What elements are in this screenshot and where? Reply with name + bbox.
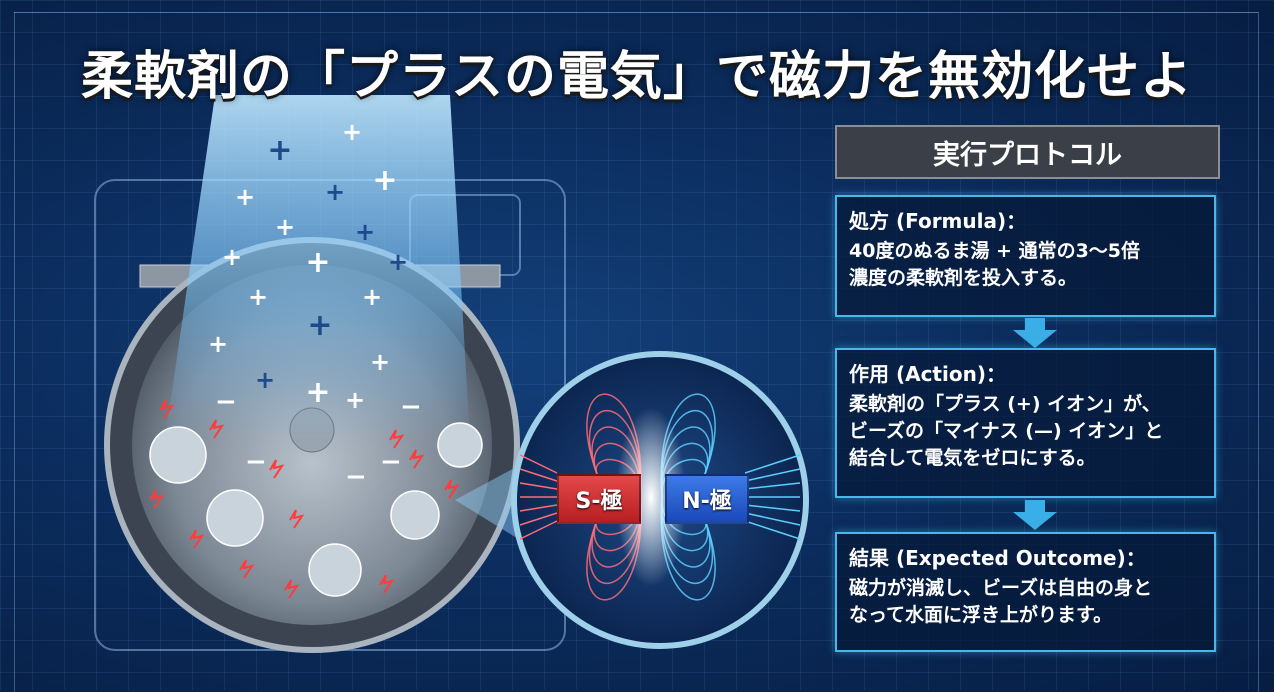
magnifier-pointer	[455, 465, 520, 540]
minus-icon: −	[345, 462, 367, 492]
plus-icon: +	[208, 330, 228, 358]
plus-icon: +	[267, 133, 292, 168]
step-action: 作用 (Action)： 柔軟剤の「プラス (+) イオン」が、 ビーズの「マイ…	[835, 348, 1216, 498]
field-line	[744, 520, 801, 540]
step-line: 40度のぬるま湯 + 通常の3〜5倍	[849, 240, 1141, 262]
step-heading: 結果 (Expected Outcome)：	[849, 546, 1146, 570]
spark-icon	[159, 399, 175, 419]
step-formula: 処方 (Formula)： 40度のぬるま湯 + 通常の3〜5倍 濃度の柔軟剤を…	[835, 195, 1216, 317]
step-line: ビーズの「マイナス (—) イオン」と	[849, 420, 1164, 442]
step-line: なって水面に浮き上がります。	[849, 604, 1113, 626]
plus-icon: +	[362, 283, 382, 311]
plus-icon: +	[388, 248, 408, 276]
frame-right	[1258, 12, 1259, 692]
plus-icon: +	[307, 308, 332, 343]
step-outcome: 結果 (Expected Outcome)： 磁力が消滅し、ビーズは自由の身と …	[835, 532, 1216, 652]
step-line: 磁力が消滅し、ビーズは自由の身と	[849, 577, 1153, 599]
step-line: 濃度の柔軟剤を投入する。	[849, 267, 1078, 289]
plus-icon: +	[235, 183, 255, 211]
plus-icon: +	[275, 213, 295, 241]
s-pole-label: S-極	[557, 474, 641, 524]
spark-icon	[239, 559, 255, 579]
plus-icon: +	[372, 163, 397, 198]
bead-icon	[437, 422, 483, 468]
spark	[616, 407, 686, 587]
arrow-down-icon	[1013, 318, 1057, 348]
minus-icon: −	[380, 447, 402, 477]
plus-ions: ++++++++++++++++++	[208, 118, 408, 414]
field-line	[519, 504, 558, 512]
spark-icon	[389, 429, 405, 449]
minus-icon: −	[245, 447, 267, 477]
field-line	[744, 504, 801, 512]
spark-icon	[379, 574, 395, 594]
plus-icon: +	[355, 218, 375, 246]
plus-icon: +	[325, 178, 345, 206]
field-line	[519, 454, 558, 474]
field-line	[519, 482, 558, 490]
step-line: 結合して電気をゼロにする。	[849, 447, 1096, 469]
field-line	[519, 520, 558, 540]
field-line	[744, 454, 801, 474]
plus-icon: +	[305, 245, 330, 280]
plus-icon: +	[342, 118, 362, 146]
field-line	[744, 482, 801, 490]
plus-icon: +	[305, 375, 330, 410]
minus-icon: −	[215, 387, 237, 417]
bead-icon	[390, 490, 440, 540]
frame-left	[14, 12, 15, 692]
step-heading: 作用 (Action)：	[849, 362, 1006, 386]
plus-icon: +	[345, 386, 365, 414]
spark-icon	[289, 509, 305, 529]
plus-icon: +	[248, 283, 268, 311]
spark-icon	[444, 479, 460, 499]
plus-icon: +	[222, 243, 242, 271]
minus-icon: −	[400, 392, 422, 422]
step-line: 柔軟剤の「プラス (+) イオン」が、	[849, 393, 1161, 415]
light-beam	[165, 95, 470, 440]
beads: −−−−−	[149, 387, 483, 599]
spark-icon	[409, 449, 425, 469]
plus-icon: +	[370, 348, 390, 376]
field-line	[744, 512, 801, 526]
field-line	[744, 468, 801, 482]
spark-icon	[209, 419, 225, 439]
spark-icon	[189, 529, 205, 549]
spark-icon	[269, 459, 285, 479]
field-line	[519, 468, 558, 482]
magnifier	[511, 351, 809, 649]
page-title: 柔軟剤の「プラスの電気」で磁力を無効化せよ	[81, 48, 1193, 106]
bead-icon	[206, 489, 264, 547]
protocol-header: 実行プロトコル	[835, 125, 1220, 179]
n-pole-label: N-極	[665, 474, 749, 524]
bead-icon	[308, 543, 362, 597]
spark-icon	[284, 579, 300, 599]
arrow-down-icon	[1013, 500, 1057, 530]
bead-icon	[149, 426, 207, 484]
field-line	[519, 512, 558, 526]
spark-icon	[149, 489, 165, 509]
plus-icon: +	[255, 366, 275, 394]
frame-top	[14, 12, 1258, 13]
step-heading: 処方 (Formula)：	[849, 209, 1027, 233]
